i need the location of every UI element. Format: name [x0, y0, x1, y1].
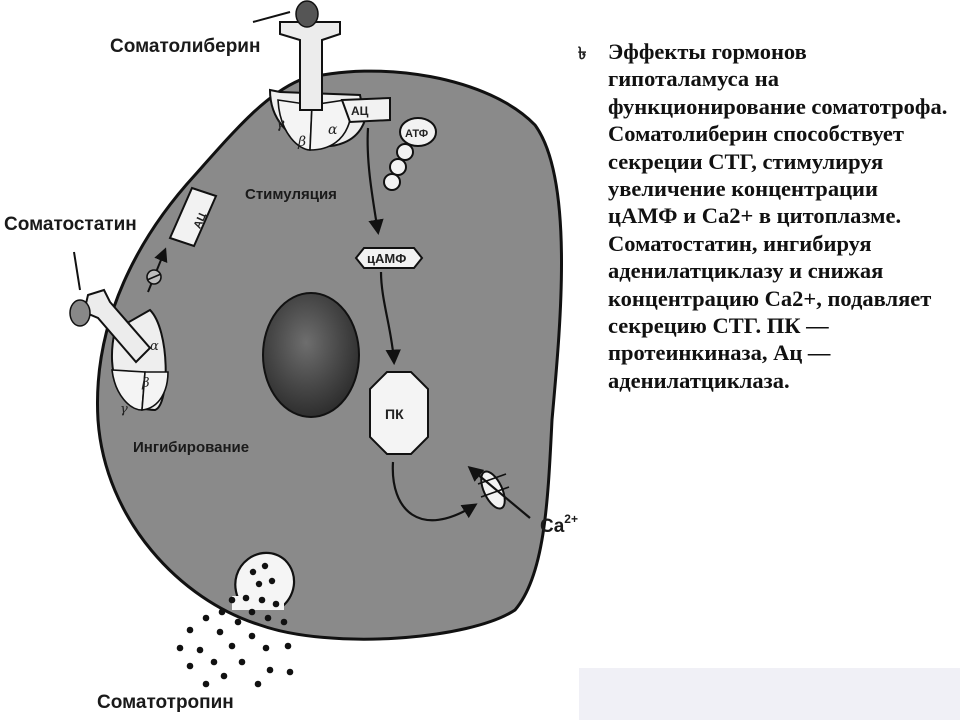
- inhibition-arrow: [146, 247, 168, 293]
- ca-label: Ca2+: [540, 512, 578, 537]
- caption-bullet: ৳: [578, 44, 587, 64]
- stimulation-label: Стимуляция: [245, 186, 337, 203]
- camp-node: цАМФ: [354, 247, 424, 269]
- somatoliberin-pointer: [252, 11, 291, 23]
- arrow-ac-to-camp: [366, 127, 384, 236]
- bottom-right-panel: [579, 668, 960, 720]
- somatoliberin-label: Соматолиберин: [110, 36, 260, 57]
- somatotropin-label: Соматотропин: [97, 692, 234, 713]
- alpha-left: α: [150, 339, 159, 354]
- beta-top: β: [297, 134, 306, 150]
- ac-left: АЦ: [168, 186, 218, 248]
- pk-node: ПК: [369, 371, 429, 455]
- caption: ৳ Эффекты гормонов гипоталамуса на функц…: [578, 38, 950, 394]
- arrow-camp-to-pk: [379, 271, 401, 366]
- arrow-pk-to-membrane: [391, 461, 478, 522]
- pk-label: ПК: [385, 406, 404, 422]
- somatoliberin-receptor: γ β α: [252, 0, 367, 151]
- nucleus: [262, 292, 360, 418]
- beta-left: β: [141, 376, 150, 391]
- atp-label: АТФ: [405, 128, 428, 140]
- somatostatin-label: Соматостатин: [4, 214, 137, 235]
- inhibition-label: Ингибирование: [133, 439, 249, 456]
- somatostatin-ligand: [69, 299, 91, 327]
- arrow-ca-influx: [467, 466, 531, 519]
- ac-top: АЦ: [340, 96, 391, 124]
- gamma-left: γ: [120, 402, 128, 417]
- somatoliberin-ligand: [295, 0, 319, 28]
- caption-text: Эффекты гормонов гипоталамуса на функцио…: [608, 39, 948, 393]
- alpha-top: α: [328, 122, 338, 138]
- ac-top-label: АЦ: [351, 104, 369, 118]
- ca-channel: [477, 470, 510, 510]
- atp-chain: АТФ: [383, 117, 437, 191]
- gamma-top: γ: [276, 116, 285, 132]
- camp-label: цАМФ: [367, 251, 406, 266]
- ac-left-label: АЦ: [192, 211, 209, 230]
- somatotropin-particles: [176, 594, 294, 688]
- somatostatin-receptor: γ β α: [69, 251, 169, 417]
- somatostatin-pointer: [73, 251, 81, 291]
